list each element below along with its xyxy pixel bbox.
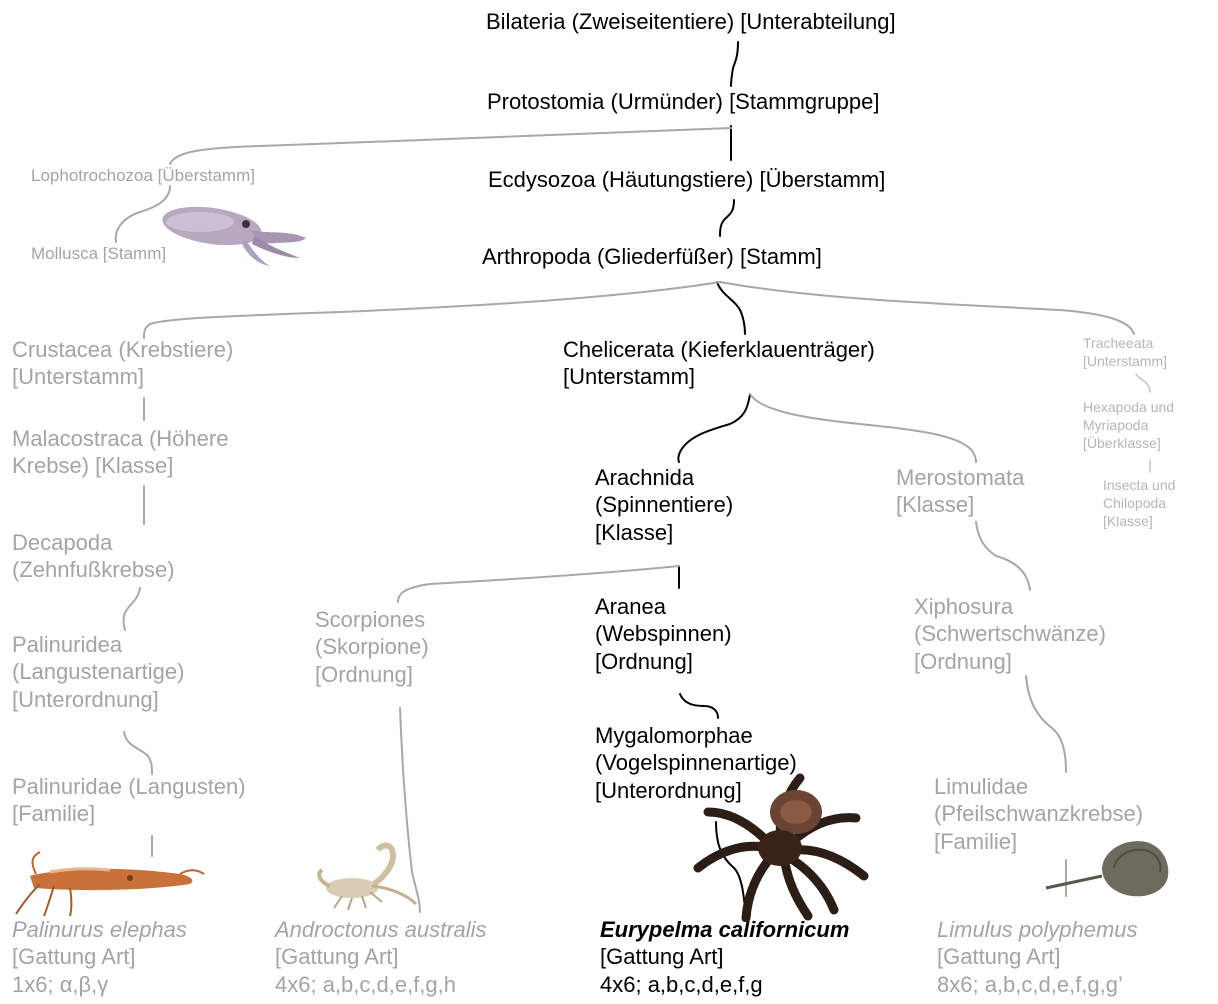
spiny-lobster-illustration [10, 850, 205, 918]
species-palinurus: Palinurus elephas[Gattung Art]1x6; α,β,γ [12, 916, 187, 998]
node-lophotrochozoa: Lophotrochozoa [Überstamm] [31, 165, 255, 186]
node-crustacea: Crustacea (Krebstiere)[Unterstamm] [12, 336, 233, 391]
node-palinuridae: Palinuridae (Langusten)[Familie] [12, 773, 246, 828]
node-mollusca: Mollusca [Stamm] [31, 243, 166, 264]
edge-xiphosura-limulidae [1026, 676, 1066, 772]
edge-arthropoda-tracheeata [720, 282, 1134, 334]
edge-ecdysozoa-arthropoda [720, 200, 734, 236]
node-merostomata: Merostomata[Klasse] [896, 464, 1024, 519]
node-arachnida: Arachnida(Spinnentiere)[Klasse] [595, 464, 733, 546]
species-androctonus: Androctonus australis[Gattung Art]4x6; a… [275, 916, 487, 998]
node-arthropoda: Arthropoda (Gliederfüßer) [Stamm] [482, 243, 822, 270]
node-protostomia: Protostomia (Urmünder) [Stammgruppe] [487, 88, 879, 115]
node-mygalomorphae: Mygalomorphae(Vogelspinnenartige)[Untero… [595, 722, 797, 804]
edge-arthropoda-chelicerata [717, 282, 745, 334]
node-palinuridea: Palinuridea(Langustenartige)[Unterordnun… [12, 631, 184, 713]
cuttlefish-illustration [150, 196, 320, 268]
node-scorpiones: Scorpiones(Skorpione)[Ordnung] [315, 606, 429, 688]
node-chelicerata: Chelicerata (Kieferklauenträger)[Unterst… [563, 336, 875, 391]
node-aranea: Aranea(Webspinnen)[Ordnung] [595, 593, 732, 675]
node-bilateria: Bilateria (Zweiseitentiere) [Unterabteil… [486, 8, 896, 35]
edge-merostomata-xiphosura [976, 522, 1030, 590]
node-tracheeata: Tracheeata[Unterstamm] [1083, 334, 1167, 370]
node-ecdysozoa: Ecdysozoa (Häutungstiere) [Überstamm] [488, 166, 885, 193]
edge-arthropoda-crustacea [144, 282, 720, 338]
edge-palinuridea-palinuridae [124, 732, 152, 774]
edge-protostomia-lophotrochozoa [170, 128, 731, 164]
species-eurypelma: Eurypelma californicum[Gattung Art]4x6; … [600, 916, 849, 998]
edge-decapoda-palinuridea [124, 588, 140, 630]
node-decapoda: Decapoda(Zehnfußkrebse) [12, 529, 175, 584]
species-limulus: Limulus polyphemus[Gattung Art]8x6; a,b,… [937, 916, 1138, 998]
edge-chelicerata-merostomata [750, 394, 976, 462]
edge-bilateria-protostomia [731, 42, 738, 86]
node-xiphosura: Xiphosura(Schwertschwänze)[Ordnung] [914, 593, 1106, 675]
scorpion-illustration [312, 842, 422, 912]
edge-chelicerata-arachnida [678, 394, 750, 462]
edge-tracheeata-hexapoda [1136, 374, 1150, 392]
node-limulidae: Limulidae(Pfeilschwanzkrebse)[Familie] [934, 773, 1143, 855]
edge-aranea-mygalomorphae [680, 694, 718, 718]
